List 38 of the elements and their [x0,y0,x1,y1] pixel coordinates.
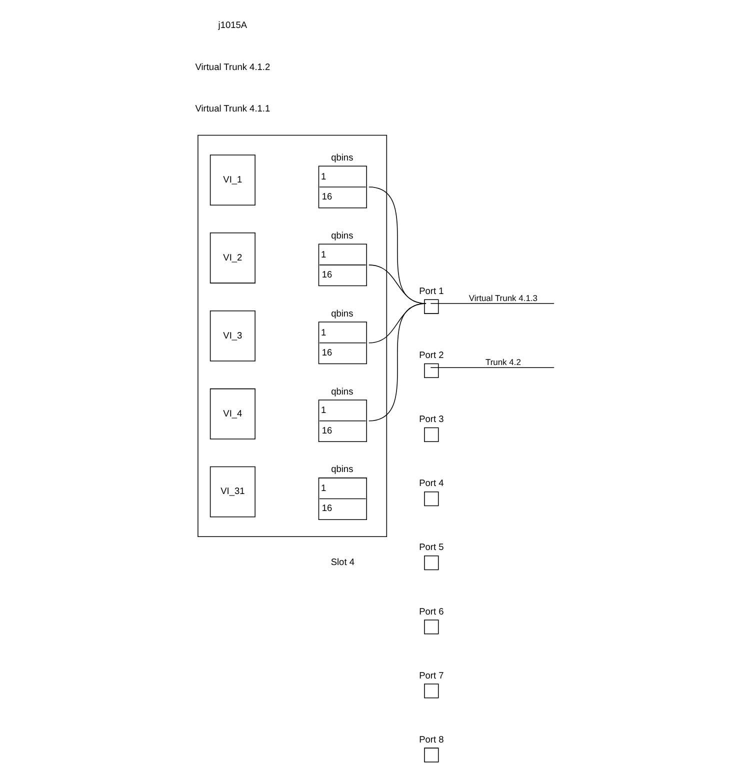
node-label: Port 4 [418,478,444,488]
node-box: VI_1 [209,154,255,206]
node-box: VI_31 [209,466,255,518]
connector [368,264,426,304]
node-box [424,427,438,442]
connector [368,303,426,422]
node-label: Port 5 [418,542,444,552]
node-label: qbins [330,308,353,318]
node-box [424,556,438,570]
node-box: VI_3 [209,310,255,362]
connector [430,303,554,304]
node-label: qbins [330,386,353,396]
node-box: VI_4 [209,388,255,440]
connector [368,186,426,304]
node-label: qbins [330,152,353,162]
edge-label: Virtual Trunk 4.1.3 [468,293,537,304]
label: Virtual Trunk 4.1.2 [194,62,270,72]
node-label: Slot 4 [330,557,354,568]
node-label: Port 8 [418,734,444,744]
node-box [424,620,438,634]
node-label: Port 2 [418,350,444,360]
node-label: Port 3 [418,414,444,424]
node-box [424,299,438,314]
node-label: qbins [330,464,353,474]
node-box [424,684,438,698]
node-box [424,748,438,762]
label: j1015A [218,20,247,30]
node-label: Port 7 [418,670,444,680]
node-box [424,363,438,378]
node-box: VI_2 [209,232,255,284]
connector [430,367,554,368]
cluster [197,134,387,537]
edge-label: Trunk 4.2 [484,357,520,368]
node-box [424,491,438,506]
node-label: qbins [330,230,353,240]
label: Virtual Trunk 4.1.1 [194,103,270,114]
node-label: Port 1 [418,286,444,296]
node-label: Port 6 [418,606,444,616]
